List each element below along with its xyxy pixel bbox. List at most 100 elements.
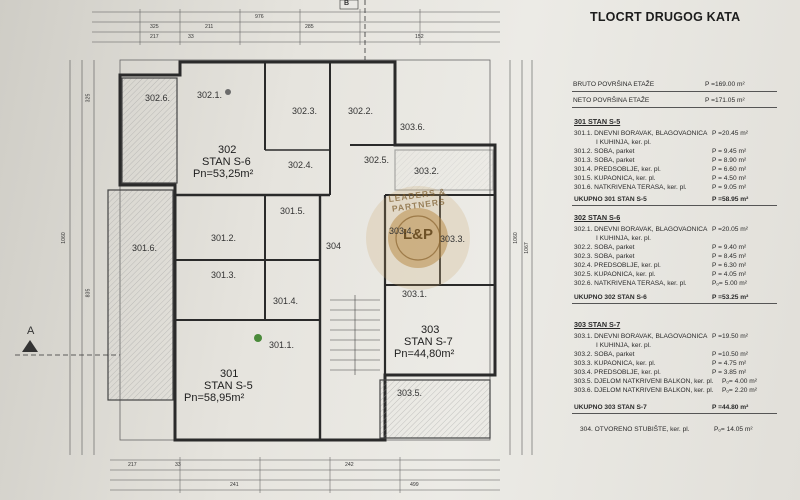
room-303-4: 303.4. [389,226,415,236]
apt-302-row-0: 302.1. DNEVNI BORAVAK, BLAGOVAONICA [574,226,708,233]
unit-301-stan: STAN S-5 [204,380,253,392]
unit-301-name: 301 [220,368,239,380]
apt-303-val-0: P =19.50 m² [712,333,748,340]
apt-301-val-5: P = 4.50 m² [712,175,747,182]
apt-303-val-2: P =10.50 m² [712,351,748,358]
room-303-6: 303.6. [400,122,426,132]
apt-303-row-6: 303.6. DJELOM NATKRIVENI BALKON, ker. pl… [574,387,714,394]
section-marker-b [339,0,366,60]
room-303-2: 303.2. [414,166,440,176]
dim-bottom-2: 242 [345,462,354,468]
bruto-value: P =169.00 m² [705,81,745,88]
apt-301-row-0: 301.1. DNEVNI BORAVAK, BLAGOVAONICA [574,130,708,137]
unit-301-area: Pn=58,95m² [184,392,245,404]
apt-301-val-3: P = 8.90 m² [712,157,747,164]
dim-bottom-3: 241 [230,482,239,488]
floor-plan-drawing [15,0,533,493]
apt-302-val-2: P = 9.40 m² [712,244,747,251]
unit-303-stan: STAN S-7 [404,336,453,348]
apt-301-row-6: 301.6. NATKRIVENA TERASA, ker. pl. [574,184,687,191]
dim-top-2: 211 [205,24,214,30]
fixture-icon [225,89,231,95]
room-303-5: 303.5. [397,388,423,398]
apt-301-total-value: P =58.95 m² [712,196,749,203]
apt-303-total-label: UKUPNO 303 STAN S-7 [574,404,647,411]
apt-302-val-6: Pₒ= 5.00 m² [712,280,747,287]
room-301-4: 301.4. [273,296,299,306]
room-302-3: 302.3. [292,106,318,116]
apt-302-val-0: P =20.05 m² [712,226,748,233]
dim-top-4: 217 [150,34,159,40]
dim-bottom-0: 217 [128,462,137,468]
apt-303-val-3: P = 4.75 m² [712,360,747,367]
apt-303-row-2: 303.2. SOBA, parket [574,351,635,358]
unit-302-area: Pn=53,25m² [193,168,254,180]
apt-301-row-1: I KUHINJA, ker. pl. [596,139,651,146]
apt-301-heading: 301 STAN S-5 [574,117,621,126]
apt-303-val-4: P = 3.85 m² [712,369,747,376]
apt-302-total-value: P =53.25 m² [712,294,749,301]
room-301-6: 301.6. [132,243,158,253]
apt-301-val-2: P = 9.45 m² [712,148,747,155]
apt-303-row-5: 303.5. DJELOM NATKRIVENI BALKON, ker. pl… [574,378,714,385]
apt-301-row-4: 301.4. PREDSOBLJE, ker. pl. [574,166,661,173]
stair-row-value: Pₒ= 14.05 m² [714,426,753,433]
watermark-monogram: L&P [403,226,433,243]
dim-left-0: 325 [85,93,92,103]
room-302-2: 302.2. [348,106,374,116]
room-304: 304 [326,241,342,251]
apt-302-total-label: UKUPNO 302 STAN S-6 [574,294,647,301]
room-303-3: 303.3. [440,234,466,244]
apt-301-val-6: P = 9.05 m² [712,184,747,191]
dim-left-1: 1060 [60,232,67,244]
apt-302-row-5: 302.5. KUPAONICA, ker. pl. [574,271,656,278]
neto-label: NETO POVRŠINA ETAŽE [573,97,650,104]
apt-302-row-2: 302.2. SOBA, parket [574,244,635,251]
neto-value: P =171.05 m² [705,97,745,104]
apt-302-row-6: 302.6. NATKRIVENA TERASA, ker. pl. [574,280,687,287]
dim-left-2: 835 [85,288,92,298]
room-302-4: 302.4. [288,160,314,170]
dim-bottom-4: 499 [410,482,419,488]
apt-301-row-2: 301.2. SOBA, parket [574,148,635,155]
apt-302-row-1: I KUHINJA, ker. pl. [596,235,651,242]
apt-303-row-1: I KUHINJA, ker. pl. [596,342,651,349]
apt-301-row-3: 301.3. SOBA, parket [574,157,635,164]
apt-302-heading: 302 STAN S-6 [574,213,621,222]
plant-icon [254,334,262,342]
apt-303-val-6: Pₒ= 2.20 m² [722,387,757,394]
apt-301-val-4: P = 6.60 m² [712,166,747,173]
bruto-label: BRUTO POVRŠINA ETAŽE [573,81,655,88]
unit-302-name: 302 [218,144,237,156]
dim-right-1: 1067 [523,242,530,254]
apt-302-val-5: P = 4.05 m² [712,271,747,278]
dim-top-1: 325 [150,24,159,30]
room-303-1: 303.1. [402,289,428,299]
apt-301-total-label: UKUPNO 301 STAN S-5 [574,196,647,203]
room-301-3: 301.3. [211,270,237,280]
dim-top-3: 285 [305,24,314,30]
unit-303-area: Pn=44,80m² [394,348,455,360]
dim-bottom-1: 33 [175,462,181,468]
apt-303-total-value: P =44.80 m² [712,404,749,411]
room-301-1: 301.1. [269,340,295,350]
dim-right-0: 1060 [512,232,519,244]
dim-top-6: 152 [415,34,424,40]
dimension-ticks [139,9,421,493]
dim-top-5: 33 [188,34,194,40]
room-302-5: 302.5. [364,155,390,165]
room-302-6: 302.6. [145,93,171,103]
apt-303-heading: 303 STAN S-7 [574,320,621,329]
building-walls [118,59,497,442]
dim-top-0: 976 [255,14,264,20]
apt-303-row-3: 303.3. KUPAONICA, ker. pl. [574,360,656,367]
apt-301-row-5: 301.5. KUPAONICA, ker. pl. [574,175,656,182]
section-marker-a-label: A [27,325,35,337]
unit-303-name: 303 [421,324,440,336]
dimension-lines-top [69,11,533,491]
room-301-2: 301.2. [211,233,237,243]
apt-302-val-4: P = 6.30 m² [712,262,747,269]
apt-301-val-0: P =20.45 m² [712,130,748,137]
terrace-areas [107,77,494,439]
